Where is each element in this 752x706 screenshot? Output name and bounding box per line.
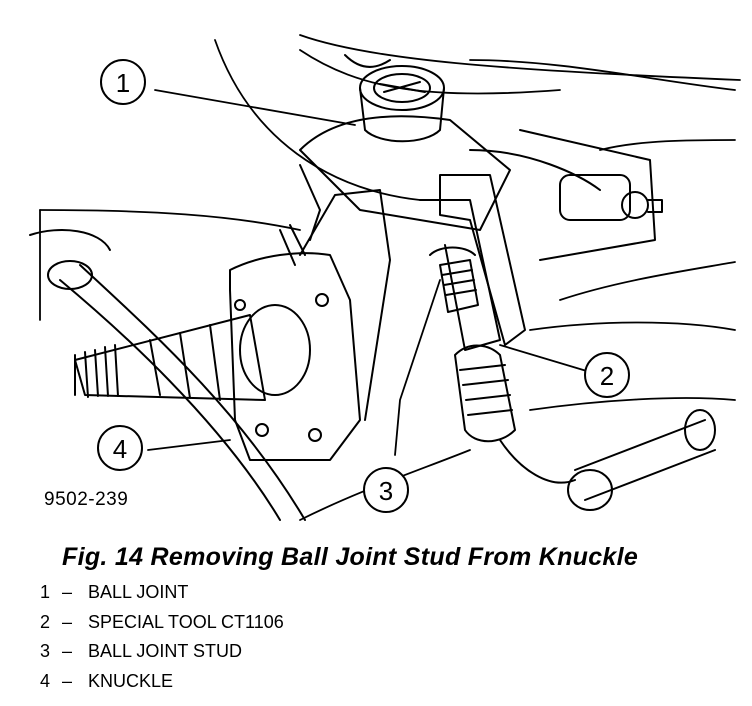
suspension-illustration: 1 2 3 4 (29, 34, 741, 521)
legend-item: 2 – SPECIAL TOOL CT1106 (40, 613, 284, 643)
ball-joint-graphic (344, 54, 445, 143)
svg-text:3: 3 (379, 476, 393, 506)
callout-3: 3 (363, 467, 409, 513)
drawing-id: 9502-239 (44, 489, 129, 510)
control-arm (29, 229, 306, 521)
lower-link-graphic (499, 409, 716, 511)
callout-4: 4 (97, 425, 143, 471)
legend-number: 4 (40, 670, 51, 691)
legend-dash: – (62, 611, 73, 632)
legend-dash: – (62, 582, 73, 602)
legend-number: 1 (40, 582, 51, 602)
ball-joint-stud-graphic (429, 246, 479, 313)
legend-dash: – (62, 641, 73, 661)
legend-dash: – (62, 670, 73, 691)
callout-1: 1 (100, 59, 146, 105)
leader-lines (147, 89, 591, 456)
special-tool-graphic (419, 174, 526, 443)
legend: 1 – BALL JOINT 2 – SPECIAL TOOL CT1106 3… (40, 583, 284, 701)
svg-text:4: 4 (113, 434, 127, 464)
legend-number: 2 (40, 611, 51, 632)
svg-text:1: 1 (116, 68, 130, 98)
legend-number: 3 (40, 641, 51, 661)
legend-label: KNUCKLE (88, 670, 174, 691)
legend-item: 3 – BALL JOINT STUD (40, 642, 284, 672)
svg-text:2: 2 (600, 361, 614, 391)
callout-2: 2 (584, 352, 630, 398)
legend-label: SPECIAL TOOL CT1106 (88, 611, 284, 632)
legend-label: BALL JOINT STUD (88, 641, 243, 661)
figure-caption: Fig. 14 Removing Ball Joint Stud From Kn… (62, 543, 639, 571)
knuckle-graphic (74, 164, 391, 461)
upper-control-arm (299, 115, 663, 261)
legend-item: 1 – BALL JOINT (40, 583, 284, 613)
legend-label: BALL JOINT (88, 582, 189, 602)
legend-item: 4 – KNUCKLE (40, 672, 284, 702)
